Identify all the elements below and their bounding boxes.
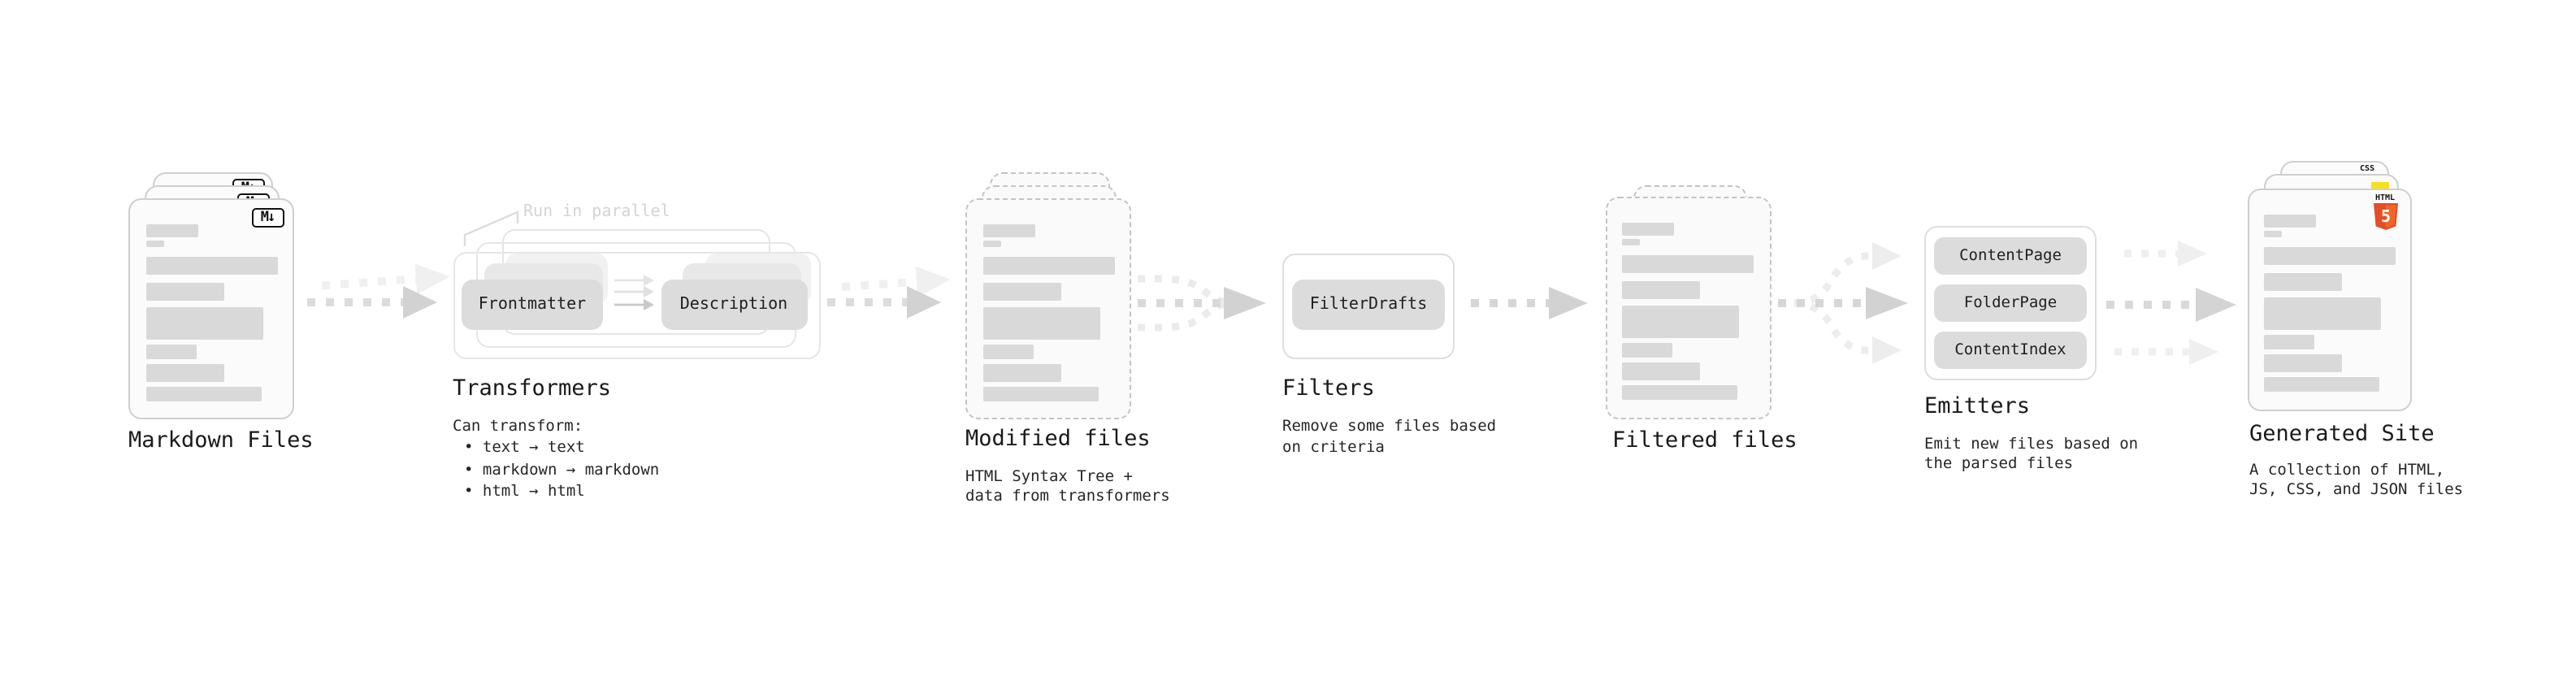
contentindex-pill: ContentIndex (1934, 332, 2087, 368)
doc-skeleton (967, 200, 1130, 401)
folderpage-pill: FolderPage (1934, 284, 2087, 321)
transformer-parallel-arrows (614, 275, 654, 310)
frontmatter-pill: Frontmatter (462, 279, 603, 329)
transformers-bullet: • html → html (464, 483, 585, 501)
arrow-emitters-to-site-top (2124, 241, 2207, 267)
doc-skeleton (1607, 198, 1769, 399)
contentpage-pill: ContentPage (1934, 237, 2087, 274)
generated-site-title: Generated Site (2249, 421, 2435, 447)
doc-card-front (965, 198, 1131, 419)
markdown-icon: M↓ (251, 208, 284, 228)
arrow-markdown-to-transformers (307, 286, 437, 319)
arrow-filtered-to-emitters (1778, 242, 1908, 364)
arrow-emitters-to-site-bottom (2114, 339, 2218, 365)
transformers-bullet: • markdown → markdown (464, 461, 660, 479)
doc-skeleton (130, 200, 293, 401)
transformers-description: Can transform: (453, 417, 583, 435)
doc-card-front (1605, 197, 1771, 419)
generated-site-subtitle: A collection of HTML, (2249, 461, 2445, 479)
doc-card-front: HTML 5 (2247, 189, 2412, 410)
modified-files-subtitle: data from transformers (965, 488, 1170, 505)
transformers-title: Transformers (453, 375, 612, 401)
markdown-files-title: Markdown Files (128, 427, 314, 453)
filterdrafts-pill: FilterDrafts (1292, 279, 1445, 329)
modified-files-title: Modified files (965, 426, 1151, 452)
svg-text:5: 5 (2380, 206, 2390, 226)
generated-site-subtitle: JS, CSS, and JSON files (2249, 481, 2464, 499)
doc-skeleton (2249, 190, 2410, 391)
filters-subtitle: Remove some files based (1282, 417, 1497, 435)
modified-files-subtitle: HTML Syntax Tree + (965, 467, 1133, 485)
run-in-parallel-callout-line (463, 210, 519, 246)
arrow-transformers-to-modified (827, 286, 941, 319)
html5-icon: HTML 5 (2366, 193, 2405, 231)
run-in-parallel-note: Run in parallel (523, 203, 670, 221)
arrow-emitters-to-site-middle (2106, 288, 2236, 322)
arrow-modified-to-filters (1138, 275, 1266, 332)
filters-title: Filters (1282, 375, 1375, 401)
arrow-filters-to-filtered (1471, 287, 1588, 319)
transformers-bullet: • text → text (464, 439, 585, 457)
emitters-subtitle: the parsed files (1924, 455, 2074, 473)
doc-card-front: M↓ (128, 198, 294, 419)
arrow-markdown-to-transformers-ghost (321, 263, 450, 295)
arrow-transformers-to-modified-ghost (841, 266, 951, 297)
emitters-subtitle: Emit new files based on (1924, 435, 2139, 453)
description-pill: Description (661, 279, 807, 329)
transformer-frame-front (453, 252, 820, 359)
filters-subtitle: on criteria (1282, 439, 1385, 457)
filtered-files-title: Filtered files (1612, 427, 1798, 453)
emitters-title: Emitters (1924, 393, 2031, 419)
